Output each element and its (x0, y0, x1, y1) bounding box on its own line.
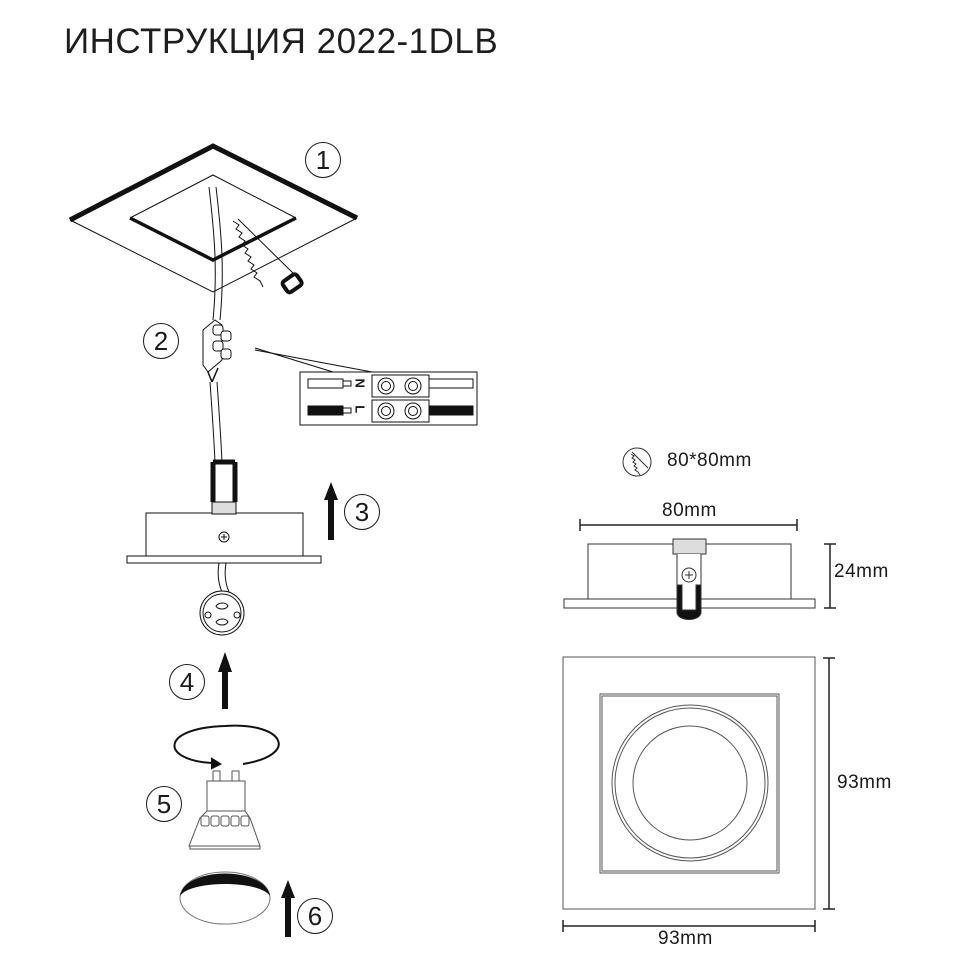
step-number-6: 6 (297, 898, 333, 934)
rotate-arrow-icon (173, 724, 280, 770)
side-height-dimension: 24mm (834, 561, 889, 582)
step-number-4: 4 (169, 664, 205, 700)
live-label: L (352, 405, 368, 414)
step-number-2: 2 (143, 323, 179, 359)
terminal-block-drawing (202, 319, 478, 463)
saw-cutout-icon (622, 447, 652, 477)
side-width-dimension: 80mm (662, 500, 717, 521)
ceiling-cutout-drawing (68, 143, 359, 321)
step-number-3: 3 (344, 494, 380, 530)
up-arrow-icon (324, 482, 338, 540)
step-number-5: 5 (146, 786, 182, 822)
neutral-label: N (352, 378, 368, 389)
step-number-1: 1 (305, 142, 341, 178)
cutout-dimension: 80*80mm (667, 450, 752, 471)
fixture-housing-drawing (126, 459, 322, 636)
up-arrow-icon (218, 652, 232, 709)
gu10-lamp-drawing (188, 770, 261, 850)
up-arrow-icon (281, 880, 295, 937)
front-height-dimension: 93mm (837, 772, 892, 793)
side-view-drawing (563, 519, 836, 620)
front-width-dimension: 93mm (658, 928, 713, 949)
front-view-drawing (562, 656, 835, 932)
page-title: ИНСТРУКЦИЯ 2022-1DLB (64, 22, 499, 61)
cover-ring-drawing (179, 871, 271, 925)
